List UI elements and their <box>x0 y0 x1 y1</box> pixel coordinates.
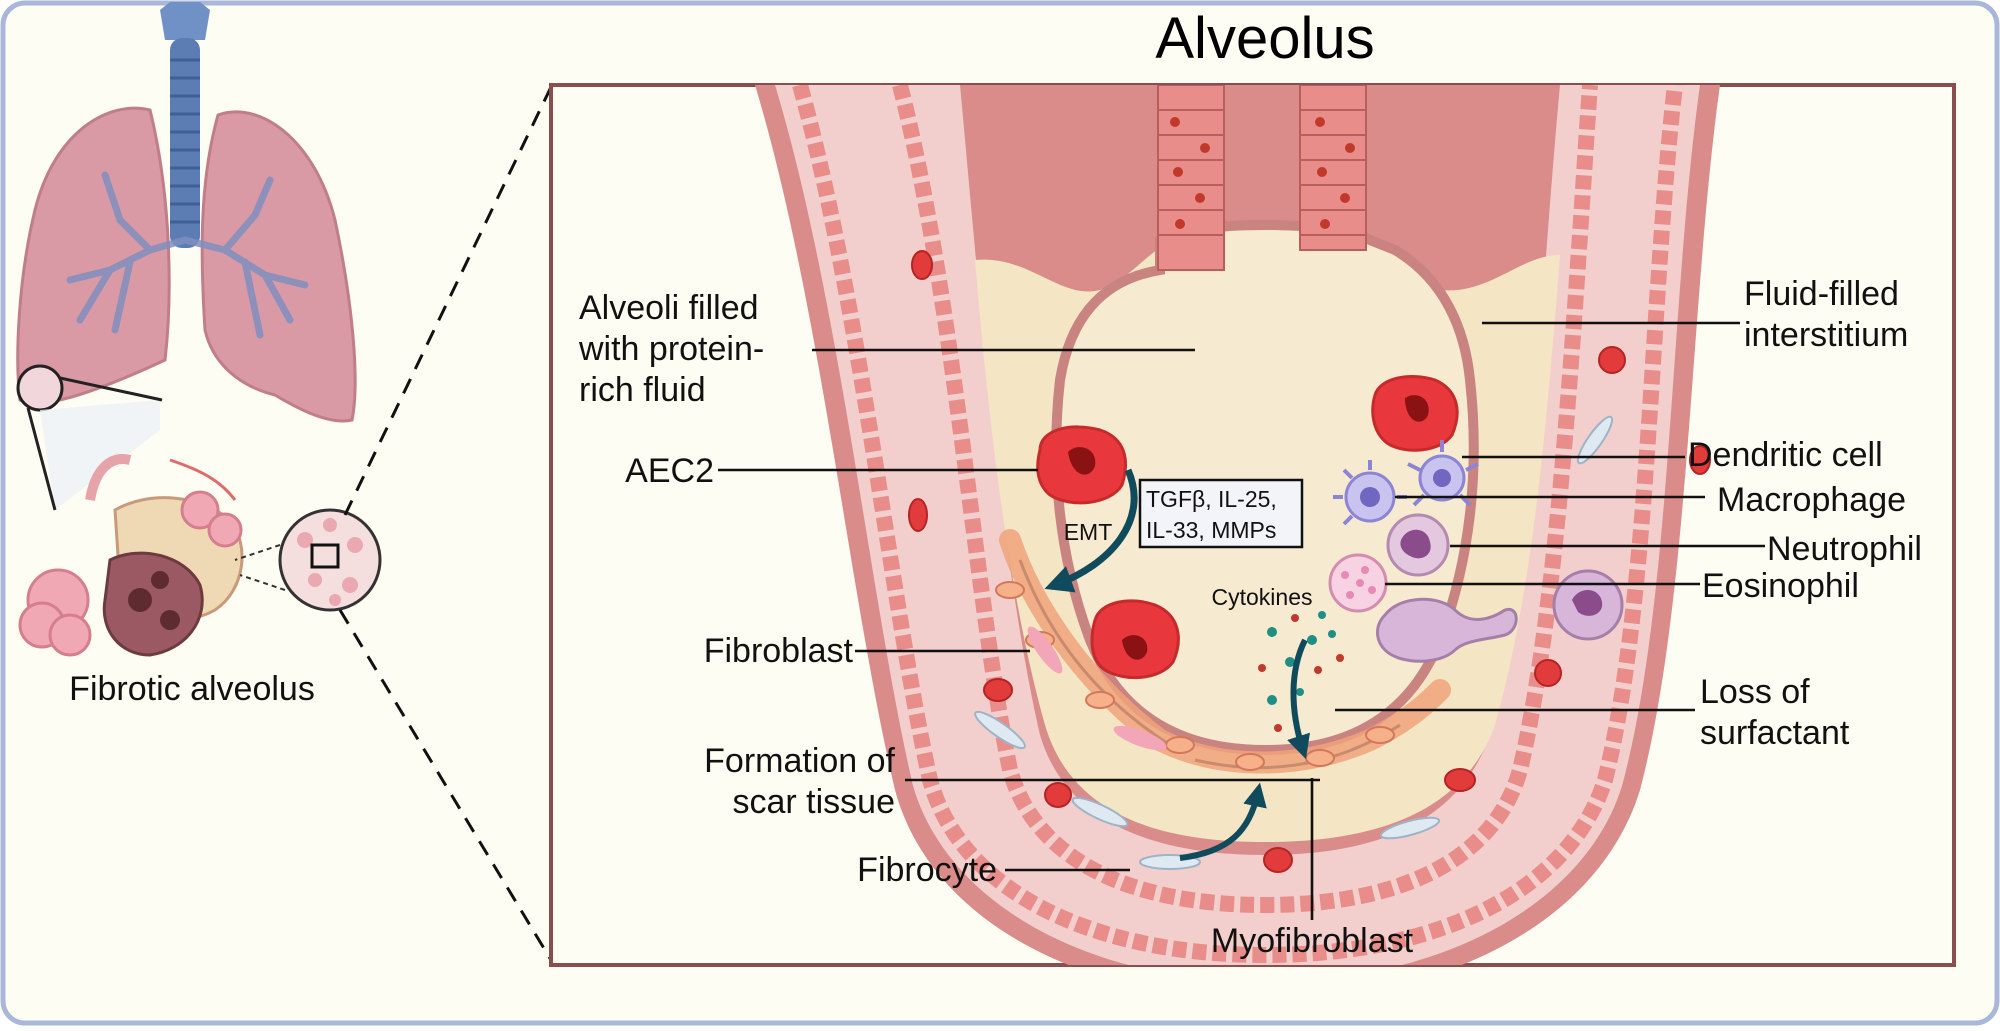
trachea-shape <box>170 38 200 248</box>
label-fibrocyte: Fibrocyte <box>857 851 997 889</box>
label-interstitium-2: interstitium <box>1744 316 1908 354</box>
projection-line-bottom <box>338 609 553 961</box>
label-eosinophil: Eosinophil <box>1702 567 1859 605</box>
red-blood-cells <box>908 250 1711 873</box>
cytokines-arrow <box>1287 638 1310 760</box>
emt-arrow <box>1044 468 1138 593</box>
mediators-box <box>1138 478 1304 549</box>
figure-title: Alveolus <box>1155 6 1374 71</box>
label-scar-tissue-2: scar tissue <box>733 783 896 821</box>
neutrophil-shape <box>1386 513 1450 577</box>
dendritic-cell-shape <box>1407 440 1479 507</box>
eosinophil-migrating-shape <box>1376 597 1518 663</box>
label-interstitium-1: Fluid-filled <box>1744 275 1899 313</box>
magnifier-beam <box>40 400 160 510</box>
label-fluid-alveoli-2: with protein- <box>578 330 764 368</box>
label-surfactant-1: Loss of <box>1700 673 1810 711</box>
overview-caption: Fibrotic alveolus <box>69 670 315 708</box>
lung-right-shape <box>200 110 357 423</box>
bronchiole-epithelium <box>1157 85 1367 271</box>
label-dendritic-cell: Dendritic cell <box>1688 436 1883 474</box>
larynx-shape <box>160 2 210 40</box>
lungs-illustration <box>16 2 553 961</box>
cytokines-label: Cytokines <box>1212 584 1313 610</box>
label-fibroblast: Fibroblast <box>704 632 854 670</box>
label-aec2: AEC2 <box>625 452 714 490</box>
mediators-line-1: TGFβ, IL-25, <box>1146 486 1277 512</box>
emt-label: EMT <box>1064 519 1113 545</box>
capillary-outer <box>792 85 1683 964</box>
alveolar-sacs <box>18 454 244 657</box>
label-fluid-alveoli-1: Alveoli filled <box>579 289 759 327</box>
eosinophil-shape <box>1328 553 1388 613</box>
zoom-box <box>310 543 340 569</box>
cytokine-dots <box>1258 611 1344 732</box>
label-fluid-alveoli-3: rich fluid <box>579 371 706 409</box>
label-macrophage: Macrophage <box>1717 481 1906 519</box>
label-surfactant-2: surfactant <box>1700 714 1850 752</box>
label-myofibroblast: Myofibroblast <box>1211 922 1414 960</box>
fibrocyte-arrow <box>1179 782 1267 861</box>
leader-lines <box>718 321 1765 920</box>
scar-tissue <box>995 529 1451 774</box>
label-neutrophil: Neutrophil <box>1767 530 1922 568</box>
macrophage-shape <box>1333 460 1407 526</box>
magnifier-circle <box>16 364 64 412</box>
mediators-line-2: IL-33, MMPs <box>1146 517 1276 543</box>
capillary-inner <box>892 85 1598 914</box>
label-scar-tissue-1: Formation of <box>704 742 895 780</box>
